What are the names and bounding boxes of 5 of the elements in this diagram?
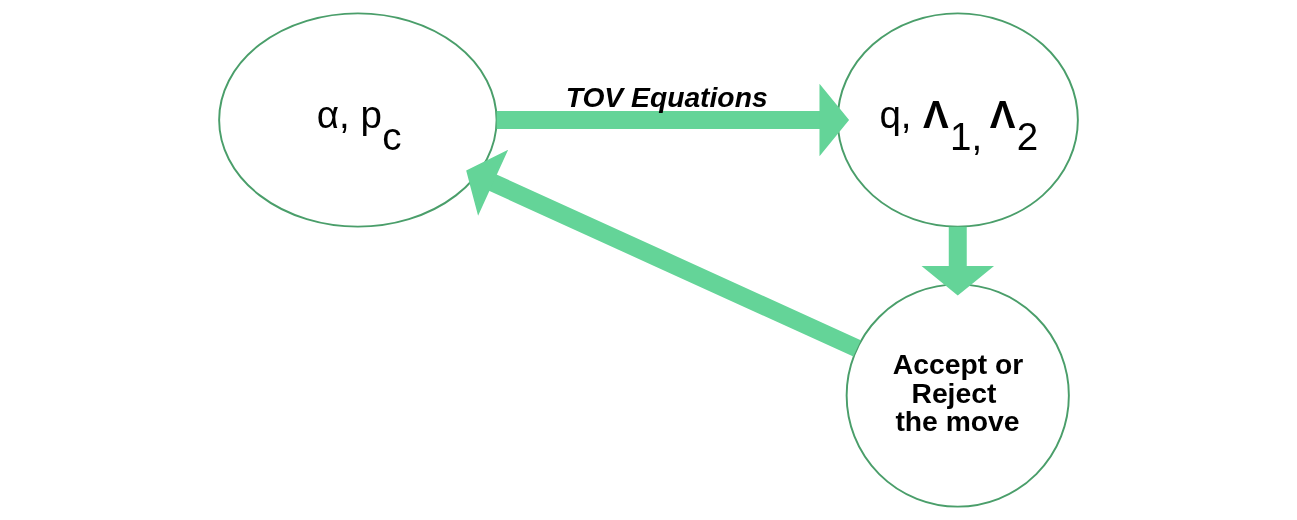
- node-circle: Accept or Reject the move: [845, 283, 1070, 508]
- edge-label: TOV Equations: [565, 80, 768, 113]
- arrow: [921, 226, 995, 296]
- arrow: [496, 83, 850, 157]
- arrow: [466, 149, 861, 357]
